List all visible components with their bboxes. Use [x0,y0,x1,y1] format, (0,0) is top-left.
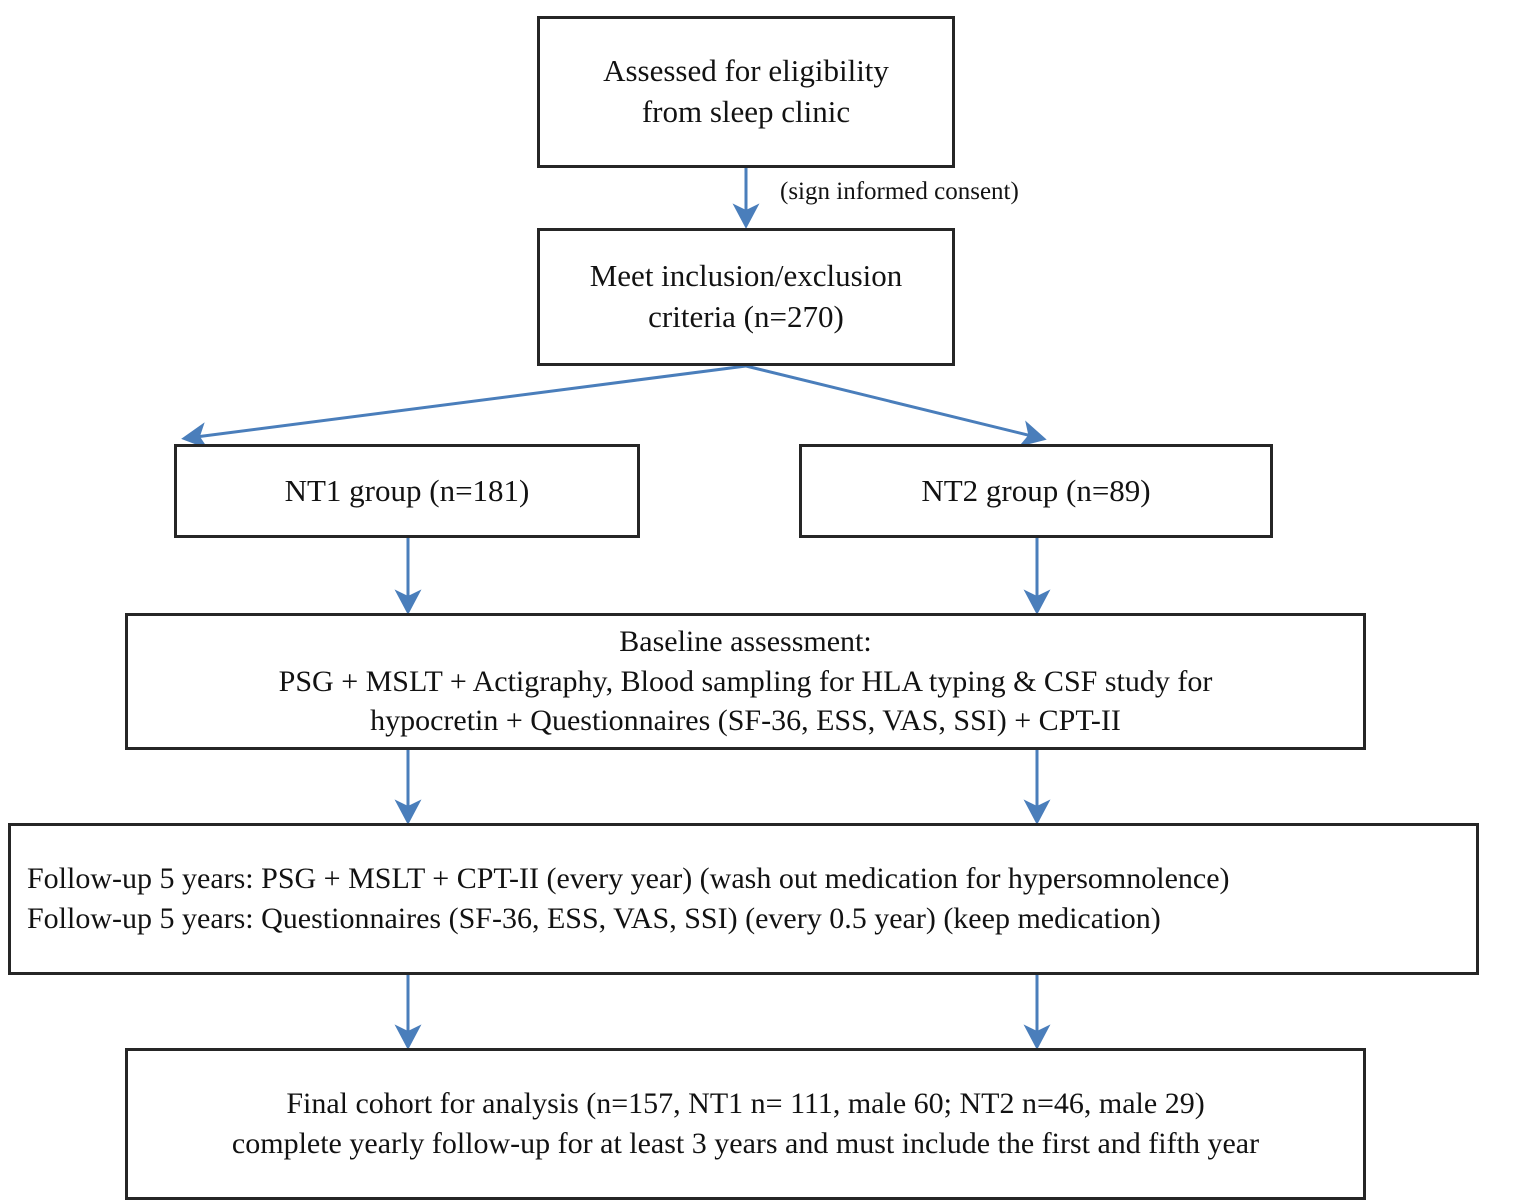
node-final-cohort-label: Final cohort for analysis (n=157, NT1 n=… [231,1087,1260,1160]
node-followup-5-years-label: Follow-up 5 years: PSG + MSLT + CPT-II (… [27,862,1230,935]
node-final-cohort: Final cohort for analysis (n=157, NT1 n=… [125,1048,1366,1200]
node-baseline-assessment: Baseline assessment: PSG + MSLT + Actigr… [125,613,1366,750]
node-nt1-group-label: NT1 group (n=181) [284,472,530,508]
node-baseline-assessment-label: Baseline assessment: PSG + MSLT + Actigr… [278,625,1213,738]
node-meet-inclusion-exclusion-criteria: Meet inclusion/exclusion criteria (n=270… [537,228,955,366]
node-nt1-group: NT1 group (n=181) [174,444,640,538]
node-meet-inclusion-exclusion-criteria-label: Meet inclusion/exclusion criteria (n=270… [589,258,903,334]
node-nt2-group: NT2 group (n=89) [799,444,1273,538]
arrow-criteria-to-nt1 [181,364,747,450]
annotation-sign-informed-consent: (sign informed consent) [780,178,1019,205]
node-assessed-for-eligibility: Assessed for eligibility from sleep clin… [537,16,955,168]
node-assessed-for-eligibility-label: Assessed for eligibility from sleep clin… [603,53,889,129]
arrow-criteria-to-nt2 [745,364,1047,447]
node-followup-5-years: Follow-up 5 years: PSG + MSLT + CPT-II (… [8,823,1479,975]
node-nt2-group-label: NT2 group (n=89) [921,472,1151,508]
